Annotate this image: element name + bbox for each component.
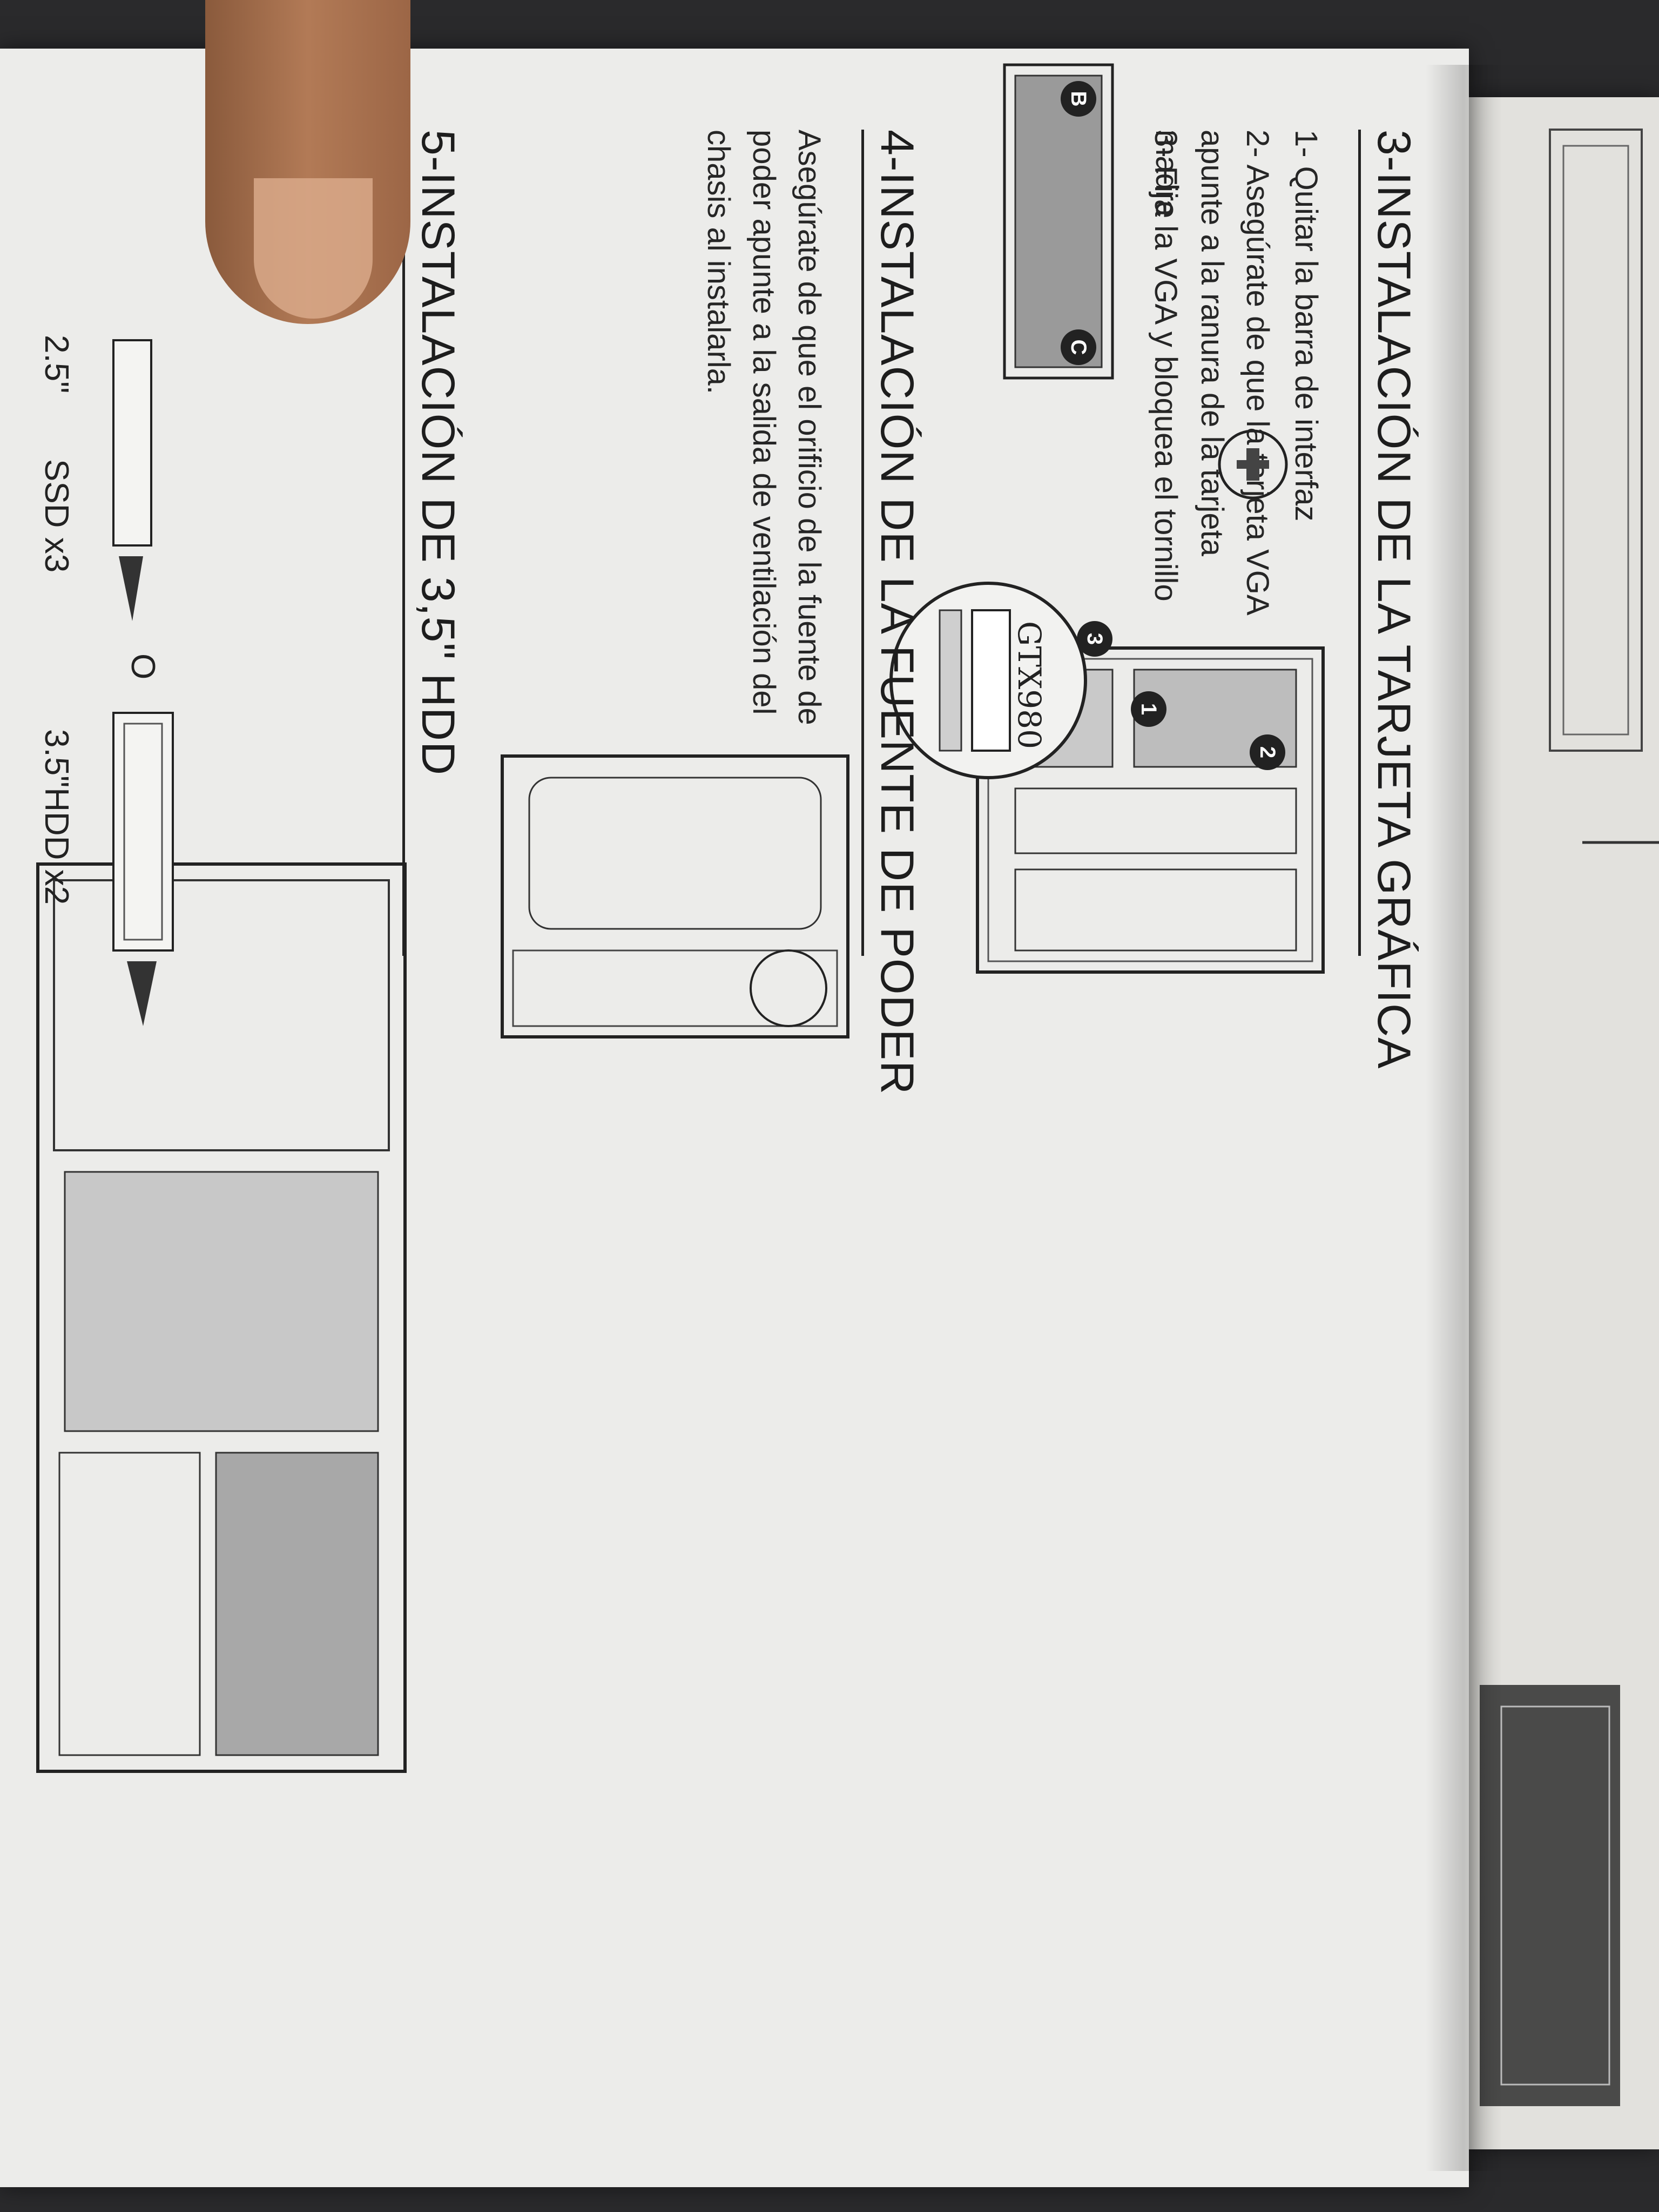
screw-icon: [1218, 429, 1288, 500]
hdd-label: 3.5"HDD x2: [38, 729, 75, 905]
manual-content: 3-INSTALACIÓN DE LA TARJETA GRÁFICA 1- Q…: [0, 63, 1659, 1852]
section-3-rule: [1358, 130, 1361, 956]
section-3-title: 3-INSTALACIÓN DE LA TARJETA GRÁFICA: [1368, 130, 1420, 1069]
page-fold: [1426, 65, 1501, 2171]
step-badge-1: 1: [1131, 691, 1166, 727]
section-4-text: Asegúrate de que el orificio de la fuent…: [701, 130, 827, 725]
section-3-step-1: 1- Quitar la barra de interfaz: [1289, 130, 1324, 522]
ssd-size-label: 2.5": [38, 335, 75, 394]
adjacent-page: [1469, 97, 1659, 2149]
step-badge-2: 2: [1250, 734, 1285, 770]
step-badge-b: B: [1061, 81, 1096, 117]
or-label: O: [124, 653, 161, 680]
section-3-step-3: 3- Fija la VGA y bloquea el tornillo: [1148, 130, 1183, 602]
manual-content-inner: 3-INSTALACIÓN DE LA TARJETA GRÁFICA 1- Q…: [0, 49, 1469, 2187]
finger-nail: [254, 178, 373, 319]
side-panel-diagram: [1003, 63, 1114, 380]
section-4-case-diagram: [501, 754, 849, 1038]
section-4-title: 4-INSTALACIÓN DE LA FUENTE DE PODER: [871, 130, 923, 1095]
section-4-rule: [861, 130, 864, 956]
section-5-case-diagram: [36, 862, 407, 1773]
manual-page: [0, 49, 1469, 2187]
step-badge-c: C: [1061, 329, 1096, 365]
ssd-count-label: SSD x3: [38, 459, 75, 573]
ssd-drive-drawing: [112, 339, 152, 621]
section-5-title: 5-INSTALACIÓN DE 3,5" HDD: [412, 130, 464, 776]
adjacent-page-drawing: [1480, 129, 1659, 2106]
zoom-circle-gpu: [889, 582, 1087, 779]
gpu-card-label: GTX980: [1011, 621, 1048, 750]
hdd-drive-drawing: [112, 712, 174, 1026]
